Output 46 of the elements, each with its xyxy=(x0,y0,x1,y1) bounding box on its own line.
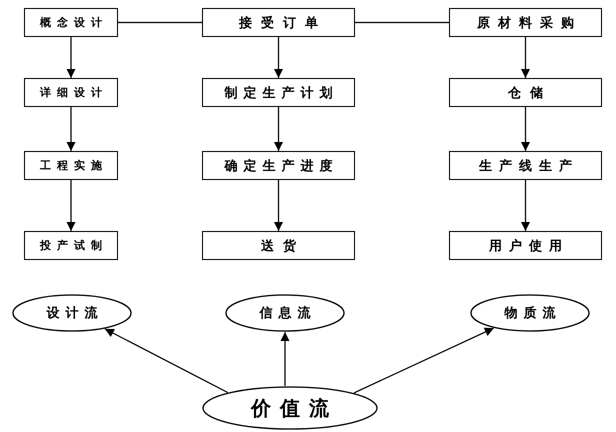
arrow xyxy=(521,37,530,78)
process-box xyxy=(202,151,355,180)
arrow xyxy=(66,37,76,78)
arrow xyxy=(354,328,494,394)
arrow xyxy=(274,37,283,78)
box-label: 设计流 xyxy=(46,304,104,322)
process-box xyxy=(449,8,602,37)
flow-ellipse xyxy=(225,294,345,332)
process-box xyxy=(24,151,118,180)
arrow xyxy=(521,107,530,151)
arrow xyxy=(66,107,76,151)
process-box xyxy=(202,78,355,107)
arrow xyxy=(280,332,290,386)
flow-ellipse xyxy=(12,294,132,332)
box-label: 原材料采购 xyxy=(477,14,582,32)
process-box xyxy=(24,8,118,37)
box-label: 用户使用 xyxy=(489,238,569,254)
box-label: 投产试制 xyxy=(40,238,108,253)
flow-ellipse xyxy=(470,294,590,332)
box-label: 详细设计 xyxy=(40,85,108,100)
box-label: 送货 xyxy=(261,238,305,254)
process-box xyxy=(202,8,355,37)
box-label: 确定生产进度 xyxy=(224,158,338,174)
box-label: 生产线生产 xyxy=(479,158,579,174)
box-label: 工程实施 xyxy=(40,158,108,173)
arrow xyxy=(274,107,283,151)
arrow xyxy=(66,180,76,231)
box-label: 接受订单 xyxy=(239,14,327,32)
connector-line xyxy=(118,22,202,24)
process-box xyxy=(24,231,118,260)
box-label: 信息流 xyxy=(260,304,316,322)
process-box xyxy=(24,78,118,107)
connector-line xyxy=(355,22,449,24)
arrow xyxy=(274,180,283,231)
arrow xyxy=(104,328,228,394)
box-label: 价值流 xyxy=(251,394,338,422)
process-box xyxy=(449,78,602,107)
box-label: 仓储 xyxy=(508,84,552,102)
box-label: 制定生产计划 xyxy=(224,84,338,102)
process-box xyxy=(449,151,602,180)
process-box xyxy=(449,231,602,260)
flow-ellipse xyxy=(202,386,378,430)
process-box xyxy=(202,231,355,260)
arrow xyxy=(521,180,530,231)
box-label: 物质流 xyxy=(504,304,562,322)
box-label: 概念设计 xyxy=(40,15,108,30)
